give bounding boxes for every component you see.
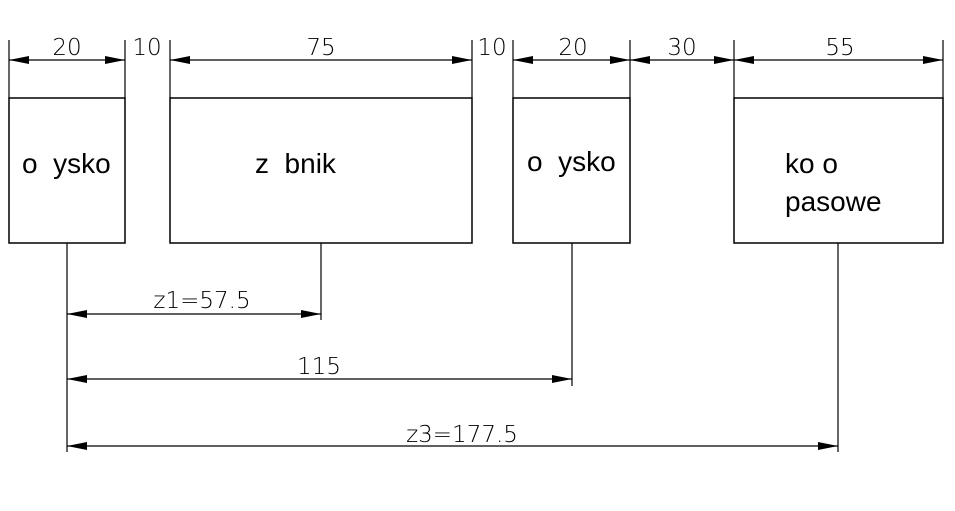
dim-text-10b: 10 bbox=[477, 35, 506, 61]
arrowhead bbox=[67, 442, 87, 450]
arrowhead bbox=[552, 375, 572, 383]
box-label: z bnik bbox=[255, 148, 337, 179]
dim-text-10a: 10 bbox=[132, 35, 161, 61]
component-box-2: z bnik bbox=[169, 97, 473, 244]
arrowhead bbox=[9, 56, 29, 64]
component-box-3: o ysko bbox=[512, 97, 631, 244]
box-outline bbox=[8, 97, 126, 244]
bottom-dimensions: z1=57.5 115 z3=177.5 bbox=[66, 243, 839, 452]
component-box-1: o ysko bbox=[8, 97, 126, 244]
dim-text-20b: 20 bbox=[558, 35, 587, 61]
component-box-4: ko o pasowe bbox=[733, 97, 944, 244]
box-label-line-1: ko o bbox=[785, 148, 838, 179]
arrowhead bbox=[513, 56, 533, 64]
box-label: o ysko bbox=[22, 148, 111, 179]
arrowhead bbox=[610, 56, 630, 64]
box-outline bbox=[733, 97, 944, 244]
box-outline bbox=[169, 97, 473, 244]
dim-text-115: 115 bbox=[297, 354, 341, 380]
arrowhead bbox=[818, 442, 838, 450]
box-outline bbox=[512, 97, 631, 244]
arrowhead bbox=[301, 310, 321, 318]
arrowhead bbox=[734, 56, 754, 64]
arrowhead bbox=[67, 375, 87, 383]
dim-text-z3: z3=177.5 bbox=[406, 422, 518, 448]
arrowhead bbox=[105, 56, 125, 64]
dim-text-75: 75 bbox=[306, 35, 335, 61]
arrowhead bbox=[630, 56, 650, 64]
arrowhead bbox=[714, 56, 734, 64]
top-dimension-chain: 20 10 75 10 20 30 55 bbox=[8, 35, 944, 98]
arrowhead bbox=[452, 56, 472, 64]
box-label: o ysko bbox=[527, 146, 616, 177]
arrowhead bbox=[67, 310, 87, 318]
arrowhead bbox=[170, 56, 190, 64]
arrowhead bbox=[923, 56, 943, 64]
dim-text-z1: z1=57.5 bbox=[153, 288, 250, 314]
dim-text-20a: 20 bbox=[52, 35, 81, 61]
dim-text-30: 30 bbox=[667, 35, 696, 61]
box-label-line-2: pasowe bbox=[785, 186, 882, 217]
dim-text-55: 55 bbox=[825, 35, 854, 61]
